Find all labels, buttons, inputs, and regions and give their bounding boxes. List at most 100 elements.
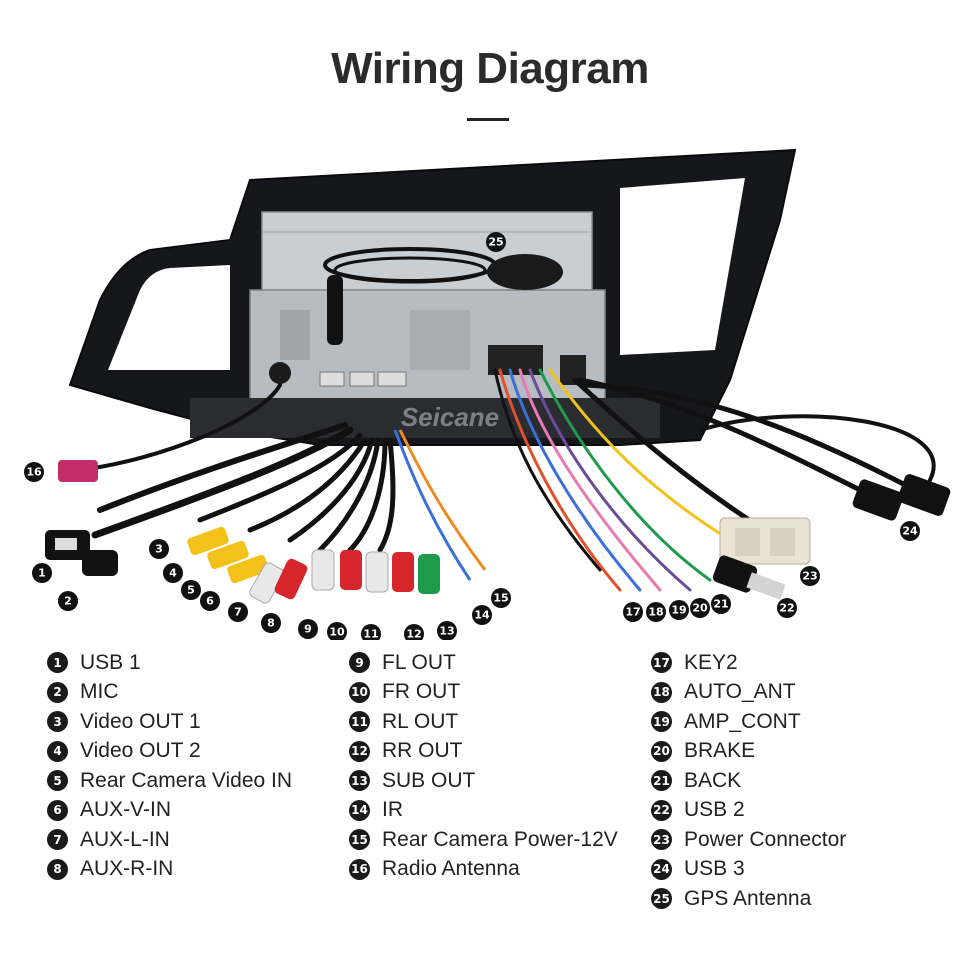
- legend-item: 7 AUX-L-IN: [47, 825, 292, 855]
- callout-badge: 12: [404, 624, 424, 640]
- number-badge: 10: [349, 681, 370, 703]
- legend-label: AUX-V-IN: [80, 798, 172, 822]
- number-badge: 13: [349, 770, 370, 792]
- svg-text:22: 22: [779, 602, 794, 615]
- number-badge: 16: [349, 858, 370, 880]
- number-badge: 21: [651, 770, 672, 792]
- legend-label: Video OUT 2: [80, 739, 201, 763]
- legend-label: Power Connector: [684, 827, 847, 851]
- number-badge: 4: [47, 740, 68, 762]
- legend-label: KEY2: [684, 650, 738, 674]
- legend-item: 1 USB 1: [47, 648, 292, 678]
- legend-item: 8 AUX-R-IN: [47, 855, 292, 885]
- wiring-diagram-illustration: Seicane: [0, 140, 980, 640]
- legend-label: AUTO_ANT: [684, 680, 796, 704]
- legend-label: Rear Camera Video IN: [80, 768, 293, 792]
- svg-text:23: 23: [802, 570, 817, 583]
- svg-text:17: 17: [625, 606, 640, 619]
- legend-item: 6 AUX-V-IN: [47, 796, 292, 826]
- legend-item: 19 AMP_CONT: [651, 707, 846, 737]
- number-badge: 19: [651, 711, 672, 733]
- callout-badge: 16: [24, 462, 44, 482]
- svg-text:25: 25: [488, 236, 503, 249]
- number-badge: 1: [47, 652, 68, 674]
- legend-label: AUX-R-IN: [80, 857, 174, 881]
- callout-badge: 19: [669, 600, 689, 620]
- callout-badge: 6: [200, 591, 220, 611]
- svg-text:16: 16: [26, 466, 42, 479]
- svg-text:13: 13: [439, 625, 454, 638]
- callout-badge: 20: [690, 598, 710, 618]
- callout-badge: 7: [228, 602, 248, 622]
- legend-label: IR: [382, 798, 403, 822]
- legend-label: USB 2: [684, 798, 745, 822]
- svg-text:18: 18: [648, 606, 663, 619]
- number-badge: 18: [651, 681, 672, 703]
- gps-antenna: [323, 247, 563, 345]
- svg-text:12: 12: [406, 628, 421, 641]
- callout-badge: 25: [486, 232, 506, 252]
- svg-text:14: 14: [474, 609, 490, 622]
- number-badge: 23: [651, 829, 672, 851]
- svg-text:21: 21: [713, 598, 728, 611]
- legend-label: Radio Antenna: [382, 857, 520, 881]
- legend-label: FR OUT: [382, 680, 461, 704]
- legend-label: AMP_CONT: [684, 709, 801, 733]
- legend-item: 10 FR OUT: [349, 678, 618, 708]
- callout-badge: 3: [149, 539, 169, 559]
- legend-item: 5 Rear Camera Video IN: [47, 766, 292, 796]
- callout-badge: 21: [711, 594, 731, 614]
- number-badge: 25: [651, 888, 672, 910]
- number-badge: 3: [47, 711, 68, 733]
- legend-item: 16 Radio Antenna: [349, 855, 618, 885]
- svg-text:15: 15: [493, 592, 508, 605]
- usb3-plug-b: [897, 474, 951, 516]
- legend-label: USB 3: [684, 857, 745, 881]
- callout-badge: 15: [491, 588, 511, 608]
- legend-item: 14 IR: [349, 796, 618, 826]
- callout-badge: 5: [181, 580, 201, 600]
- number-badge: 11: [349, 711, 370, 733]
- callout-badge: 4: [163, 563, 183, 583]
- callout-badge: 2: [58, 591, 78, 611]
- number-badge: 14: [349, 799, 370, 821]
- svg-text:2: 2: [64, 595, 72, 608]
- mic-plug: [82, 550, 118, 576]
- number-badge: 17: [651, 652, 672, 674]
- callout-badge: 9: [298, 619, 318, 639]
- page-title: Wiring Diagram: [331, 44, 649, 93]
- callout-badge: 17: [623, 602, 643, 622]
- right-wire-harness: [493, 368, 936, 592]
- legend-label: FL OUT: [382, 650, 456, 674]
- legend-label: AUX-L-IN: [80, 827, 170, 851]
- svg-text:8: 8: [267, 617, 275, 630]
- legend-label: USB 1: [80, 650, 141, 674]
- number-badge: 6: [47, 799, 68, 821]
- radio-antenna-plug: [58, 460, 98, 482]
- svg-text:19: 19: [671, 604, 686, 617]
- number-badge: 5: [47, 770, 68, 792]
- number-badge: 2: [47, 681, 68, 703]
- legend-label: GPS Antenna: [684, 886, 812, 910]
- legend-label: RL OUT: [382, 709, 459, 733]
- callout-badge: 8: [261, 613, 281, 633]
- callout-badge: 24: [900, 521, 920, 541]
- number-badge: 20: [651, 740, 672, 762]
- legend-item: 25 GPS Antenna: [651, 884, 846, 914]
- rca-connectors: [187, 526, 440, 604]
- callout-badges: 1 2 3 4 5 6 7 8 9 10 11 12 13 14 15 16 1…: [24, 232, 920, 640]
- power-connector-block: [719, 517, 811, 565]
- number-badge: 7: [47, 829, 68, 851]
- number-badge: 9: [349, 652, 370, 674]
- svg-text:6: 6: [206, 595, 214, 608]
- brand-watermark: Seicane: [401, 402, 499, 432]
- number-badge: 8: [47, 858, 68, 880]
